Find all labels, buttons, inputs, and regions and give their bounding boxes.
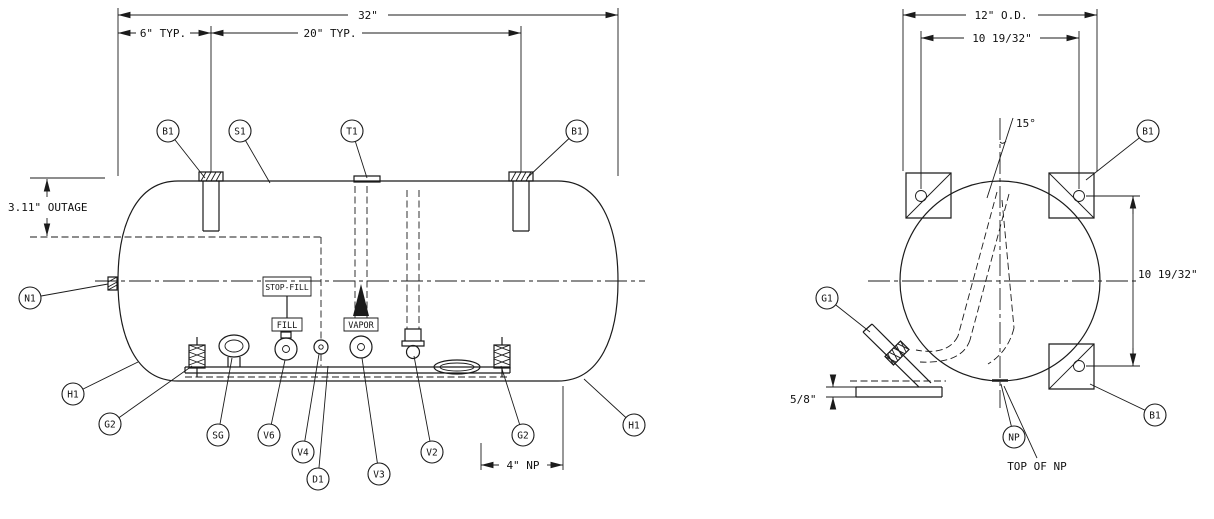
svg-text:V6: V6 (263, 431, 275, 442)
top-fitting-t1 (353, 175, 381, 183)
end-view: 12" O.D. 10 19/32" 10 19/32" 15° 5/8" TO… (790, 9, 1198, 473)
end-leader-lines (826, 130, 1156, 459)
balloon-g2-left: G2 (98, 412, 122, 436)
stop-fill-label: STOP-FILL (265, 283, 309, 292)
g1-valve-crosshatch (884, 340, 910, 366)
svg-text:V3: V3 (373, 470, 384, 481)
svg-text:N1: N1 (24, 294, 36, 305)
dim-bracket-spacing: 20" TYP. (304, 27, 357, 40)
end-balloons: B1 G1 NP B1 (815, 119, 1167, 449)
svg-text:B1: B1 (1149, 411, 1161, 422)
g1-foot-bracket (850, 323, 946, 398)
dim-foot-offset: 5/8" (790, 393, 817, 406)
dim-bracket-offset: 6" TYP. (140, 27, 186, 40)
svg-text:NP: NP (1008, 433, 1020, 444)
vapor-valve (349, 335, 373, 359)
vapor-box: VAPOR (343, 317, 379, 332)
end-centerlines (868, 118, 1138, 408)
balloon-h1-right: H1 (622, 413, 646, 437)
balloon-v2: V2 (420, 440, 444, 464)
dim-bolt-height: 10 19/32" (1138, 268, 1198, 281)
dip-tube-hidden (915, 191, 1015, 365)
balloon-b1-left: B1 (156, 119, 180, 143)
svg-text:V2: V2 (426, 448, 437, 459)
balloon-n1: N1 (18, 286, 42, 310)
fill-box: FILL (271, 317, 303, 332)
bottom-fittings (184, 284, 511, 377)
dim-od: 12" O.D. (975, 9, 1028, 22)
balloon-b1-top: B1 (1136, 119, 1160, 143)
balloon-np: NP (1002, 425, 1026, 449)
svg-text:G1: G1 (821, 294, 833, 305)
vapor-arrow (353, 284, 369, 316)
side-leader-lines (29, 130, 635, 480)
svg-text:B1: B1 (162, 127, 174, 138)
balloon-sg: SG (206, 423, 230, 447)
balloon-g2-right: G2 (511, 423, 535, 447)
svg-text:T1: T1 (346, 127, 358, 138)
balloon-t1: T1 (340, 119, 364, 143)
side-hidden-lines (30, 186, 510, 378)
end-bracket-bottom-right (1048, 343, 1095, 390)
balloon-v3: V3 (367, 462, 391, 486)
drip-tray (433, 359, 481, 375)
g2-crosshatch (188, 344, 511, 366)
end-dimensions: 12" O.D. 10 19/32" 10 19/32" 15° 5/8" TO… (790, 9, 1198, 473)
svg-text:G2: G2 (517, 431, 528, 442)
top-of-np-label: TOP OF NP (1007, 460, 1067, 473)
dim-overall-length: 32" (358, 9, 378, 22)
n1-fitting (107, 276, 118, 291)
svg-text:B1: B1 (571, 127, 583, 138)
dim-bolt-width: 10 19/32" (972, 32, 1032, 45)
angle-reference-line (986, 117, 1014, 199)
svg-text:B1: B1 (1142, 127, 1154, 138)
mounting-bracket-right (508, 171, 534, 232)
balloon-d1: D1 (306, 467, 330, 491)
fill-label: FILL (277, 321, 297, 331)
balloon-b1-right: B1 (565, 119, 589, 143)
end-bracket-top-left (905, 172, 952, 219)
balloon-h1-left: H1 (61, 382, 85, 406)
svg-text:G2: G2 (104, 420, 115, 431)
balloon-s1: S1 (228, 119, 252, 143)
vapor-label: VAPOR (348, 321, 374, 331)
svg-text:D1: D1 (312, 475, 324, 486)
tank-outline (117, 180, 619, 382)
fill-valve (274, 337, 298, 361)
stop-fill-box: STOP-FILL (262, 276, 312, 297)
svg-text:V4: V4 (297, 448, 309, 459)
balloon-b1-bottom: B1 (1143, 403, 1167, 427)
gauge-valve (313, 339, 329, 355)
side-view: STOP-FILL FILL VAPOR 32" 6" TYP. 20" TYP… (8, 8, 646, 491)
dim-dip-angle: 15° (1016, 117, 1036, 130)
svg-text:H1: H1 (67, 390, 79, 401)
relief-valve (405, 344, 421, 360)
dim-np: 4" NP (506, 459, 539, 472)
svg-text:S1: S1 (234, 127, 246, 138)
sight-gauge (218, 334, 250, 358)
balloon-g1: G1 (815, 286, 839, 310)
outage-note: 3.11" OUTAGE (8, 201, 87, 214)
side-balloons: B1 S1 T1 B1 N1 H1 G2 SG V6 V4 D1 V3 V2 G… (18, 119, 646, 491)
svg-text:SG: SG (212, 431, 224, 442)
side-dimensions: 32" 6" TYP. 20" TYP. 3.11" OUTAGE 4" NP (8, 8, 619, 472)
balloon-v4: V4 (291, 440, 315, 464)
balloon-v6: V6 (257, 423, 281, 447)
mounting-bracket-left (198, 171, 224, 232)
svg-text:H1: H1 (628, 421, 640, 432)
